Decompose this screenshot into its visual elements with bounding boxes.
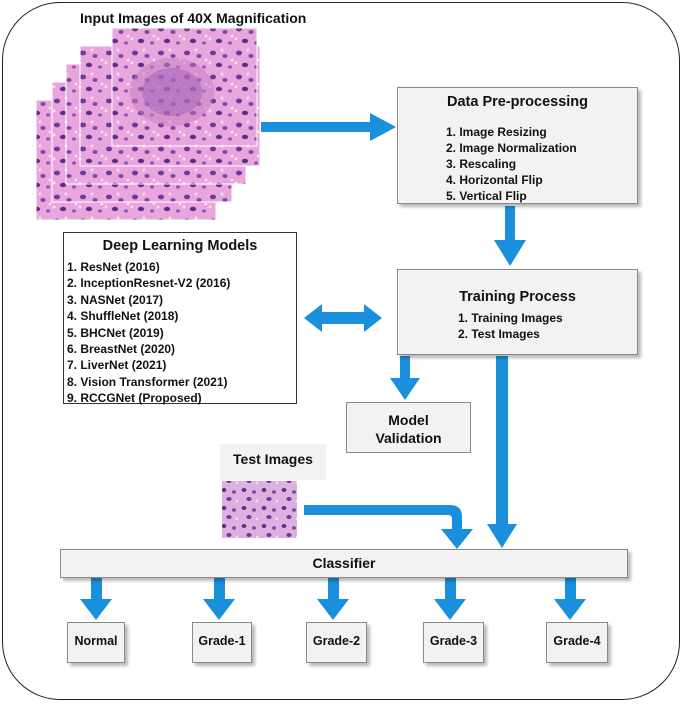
output-grade-4-label: Grade-4 xyxy=(553,634,601,648)
model-item: 4. ShuffleNet (2018) xyxy=(67,309,179,324)
preprocessing-box: Data Pre-processing 1. Image Resizing 2.… xyxy=(397,87,638,204)
input-images-title: Input Images of 40X Magnification xyxy=(80,10,307,26)
arrows xyxy=(80,113,586,620)
deep-learning-model-list: 1. ResNet (2016) 2. InceptionResnet-V2 (… xyxy=(67,259,230,407)
preprocessing-step: 2. Image Normalization xyxy=(446,141,577,155)
arrow-preprocessing-to-training xyxy=(494,206,526,266)
model-item: 6. BreastNet (2020) xyxy=(67,342,176,357)
model-item: 5. BHCNet (2019) xyxy=(67,325,164,340)
test-image-thumb xyxy=(222,481,297,538)
model-validation-line2: Validation xyxy=(375,430,442,446)
output-grade-3-label: Grade-3 xyxy=(429,634,478,648)
deep-learning-title: Deep Learning Models xyxy=(102,238,258,254)
output-grade-3: Grade-3 xyxy=(423,622,484,663)
model-item: 8. Vision Transformer (2021) xyxy=(67,374,228,389)
model-item: 9. RCCGNet (Proposed) xyxy=(67,391,202,406)
input-image-stack xyxy=(35,27,261,221)
arrow-test-to-classifier xyxy=(304,505,473,549)
model-item: 7. LiverNet (2021) xyxy=(67,358,167,373)
arrow-training-to-classifier xyxy=(487,356,517,548)
arrow-to-grade-2 xyxy=(317,577,349,620)
arrow-to-grade-4 xyxy=(554,577,586,620)
preprocessing-title: Data Pre-processing xyxy=(446,94,589,110)
output-grade-4: Grade-4 xyxy=(546,622,608,663)
model-item: 2. InceptionResnet-V2 (2016) xyxy=(67,276,231,291)
arrow-training-to-validation xyxy=(390,356,420,400)
arrow-to-normal xyxy=(80,577,112,620)
classifier-box: Classifier xyxy=(60,549,628,578)
preprocessing-steps: 1. Image Resizing 2. Image Normalization… xyxy=(446,124,577,204)
output-normal-label: Normal xyxy=(74,634,118,648)
output-grade-2-label: Grade-2 xyxy=(312,634,361,648)
training-item: 2. Test Images xyxy=(458,327,540,341)
training-process-box: Training Process 1. Training Images 2. T… xyxy=(397,269,638,355)
model-validation-label: Model Validation xyxy=(347,411,470,447)
output-grade-1: Grade-1 xyxy=(192,622,252,663)
training-title: Training Process xyxy=(459,289,576,305)
model-item: 1. ResNet (2016) xyxy=(67,260,160,274)
output-grade-1-label: Grade-1 xyxy=(198,634,246,648)
output-normal: Normal xyxy=(67,622,125,663)
preprocessing-step: 5. Vertical Flip xyxy=(446,189,527,203)
test-images-label-box: Test Images xyxy=(220,444,326,480)
training-items: 1. Training Images 2. Test Images xyxy=(458,310,563,342)
model-item: 3. NASNet (2017) xyxy=(67,292,164,307)
arrow-dl-training-bidirectional xyxy=(304,304,382,332)
training-item: 1. Training Images xyxy=(458,311,563,325)
arrow-to-grade-1 xyxy=(203,577,235,620)
arrow-input-to-preprocessing xyxy=(261,113,396,141)
classifier-label: Classifier xyxy=(312,555,376,571)
preprocessing-step: 4. Horizontal Flip xyxy=(446,173,543,187)
arrow-to-grade-3 xyxy=(434,577,466,620)
deep-learning-models-box: Deep Learning Models 1. ResNet (2016) 2.… xyxy=(63,232,297,407)
output-grade-2: Grade-2 xyxy=(306,622,367,663)
test-images-label: Test Images xyxy=(233,451,313,467)
model-validation-line1: Model xyxy=(388,412,429,428)
model-validation-box: Model Validation xyxy=(346,402,471,453)
preprocessing-step: 1. Image Resizing xyxy=(446,125,547,139)
preprocessing-step: 3. Rescaling xyxy=(446,157,517,171)
